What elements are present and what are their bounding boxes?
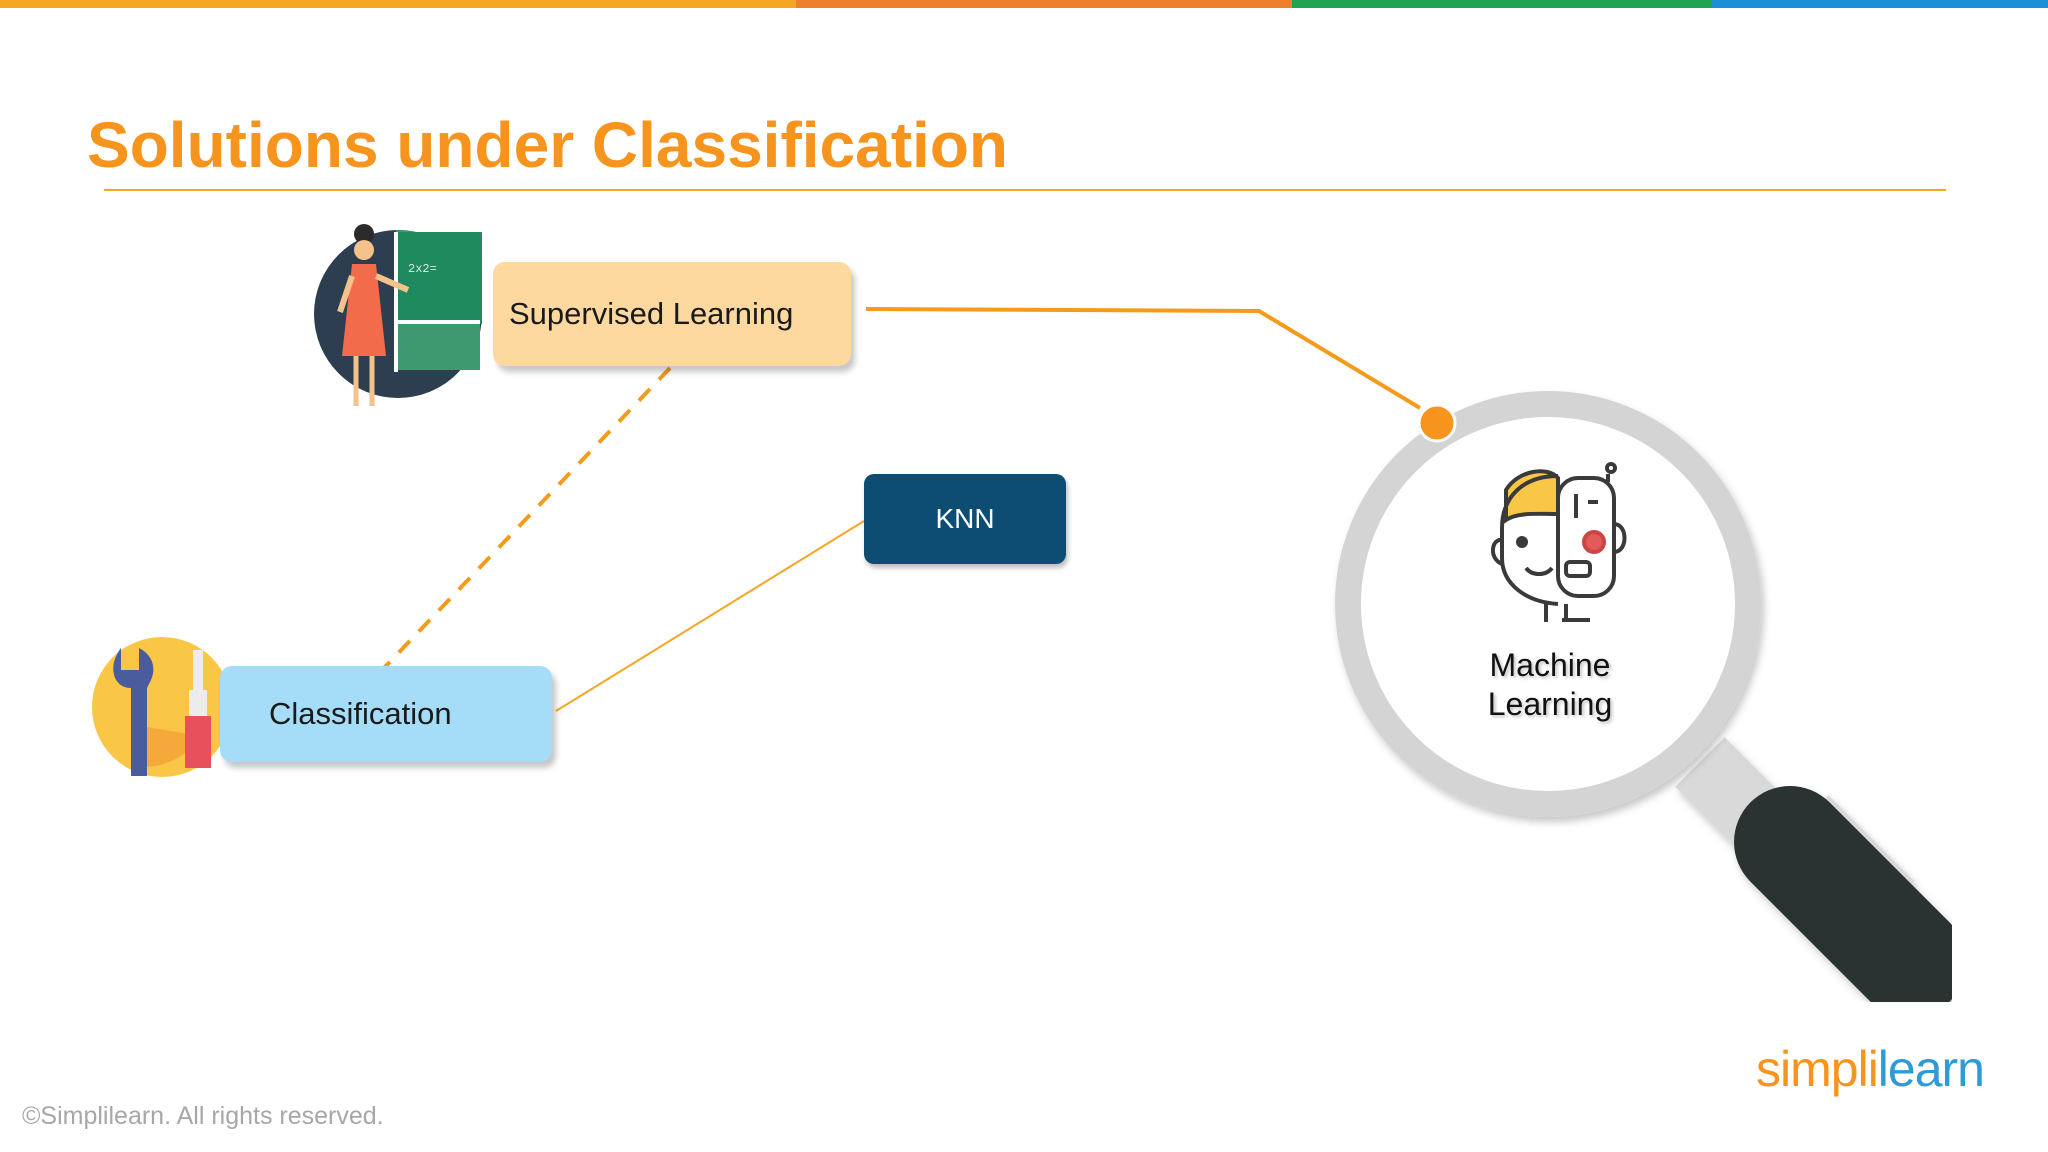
slide-title: Solutions under Classification <box>87 109 1008 181</box>
simplilearn-logo: simplilearn <box>1756 1040 1985 1098</box>
connector-classification-to-knn <box>555 520 865 712</box>
logo-part-i: i <box>1867 1041 1879 1097</box>
title-underline <box>104 189 1946 191</box>
classification-label: Classification <box>269 696 452 731</box>
supervised-learning-node: Supervised Learning <box>493 262 851 366</box>
knn-label: KNN <box>935 503 995 534</box>
supervised-learning-label: Supervised Learning <box>509 296 794 331</box>
svg-text:2x2=: 2x2= <box>408 262 437 276</box>
human-robot-face-icon <box>1491 462 1627 622</box>
connector-endpoint-dot <box>1417 403 1457 443</box>
machine-learning-line2: Learning <box>1487 686 1613 722</box>
accent-segment-green <box>1292 0 1712 8</box>
knn-node: KNN <box>864 474 1066 564</box>
tools-icon <box>91 636 233 778</box>
machine-learning-line1: Machine <box>1489 647 1611 683</box>
classification-node: Classification <box>220 666 552 762</box>
machine-learning-label: Machine Learning <box>1420 646 1680 724</box>
top-accent-bar <box>0 0 2048 8</box>
accent-segment-dark-orange <box>796 0 1292 8</box>
logo-part-learn: learn <box>1877 1041 1985 1097</box>
magnifier-handle <box>1675 737 1966 1018</box>
connector-supervised-to-classification <box>382 366 672 670</box>
accent-segment-blue <box>1712 0 2048 8</box>
connector-supervised-to-ml <box>865 307 1422 410</box>
accent-segment-orange <box>0 0 796 8</box>
teacher-icon: 2x2= <box>312 220 482 410</box>
copyright-footer: ©Simplilearn. All rights reserved. <box>22 1102 384 1130</box>
logo-part-simpl: simpl <box>1756 1041 1869 1097</box>
